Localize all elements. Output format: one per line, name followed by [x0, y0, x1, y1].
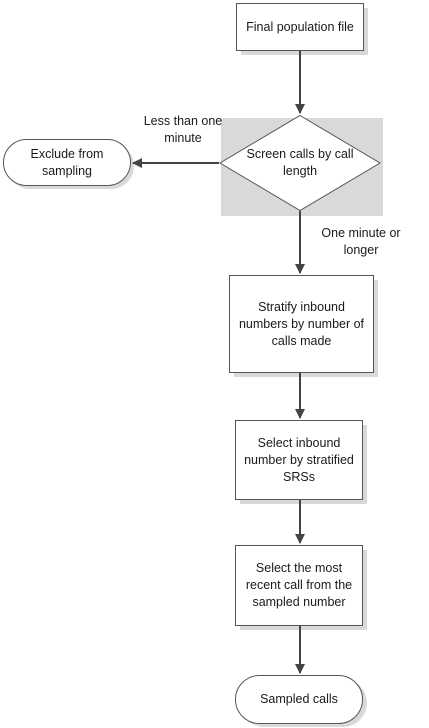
node-stratify-box: [229, 275, 374, 373]
node-final-population-box: [236, 3, 364, 51]
node-select-number-label: Select inbound number by stratified SRSs: [244, 435, 354, 484]
node-final-population-label: Final population file: [246, 19, 354, 34]
node-select-call-box: [235, 545, 363, 626]
node-sampled-calls-label: Sampled calls: [260, 692, 338, 706]
node-exclude-label: Exclude from sampling: [30, 146, 104, 178]
edge-label-less-than-one-minute: Less than one minute: [143, 114, 223, 145]
node-sampled-calls-terminal: [235, 675, 363, 724]
node-screen-calls-label: Screen calls by call length: [246, 147, 354, 178]
node-exclude-terminal: [3, 139, 131, 186]
edge-label-one-minute-or-longer: One minute or longer: [321, 226, 401, 257]
node-stratify-label: Stratify inbound numbers by number of ca…: [238, 299, 365, 348]
node-screen-calls-diamond: [219, 114, 381, 212]
node-select-number-box: [235, 420, 363, 500]
node-select-call-label: Select the most recent call from the sam…: [245, 561, 353, 609]
